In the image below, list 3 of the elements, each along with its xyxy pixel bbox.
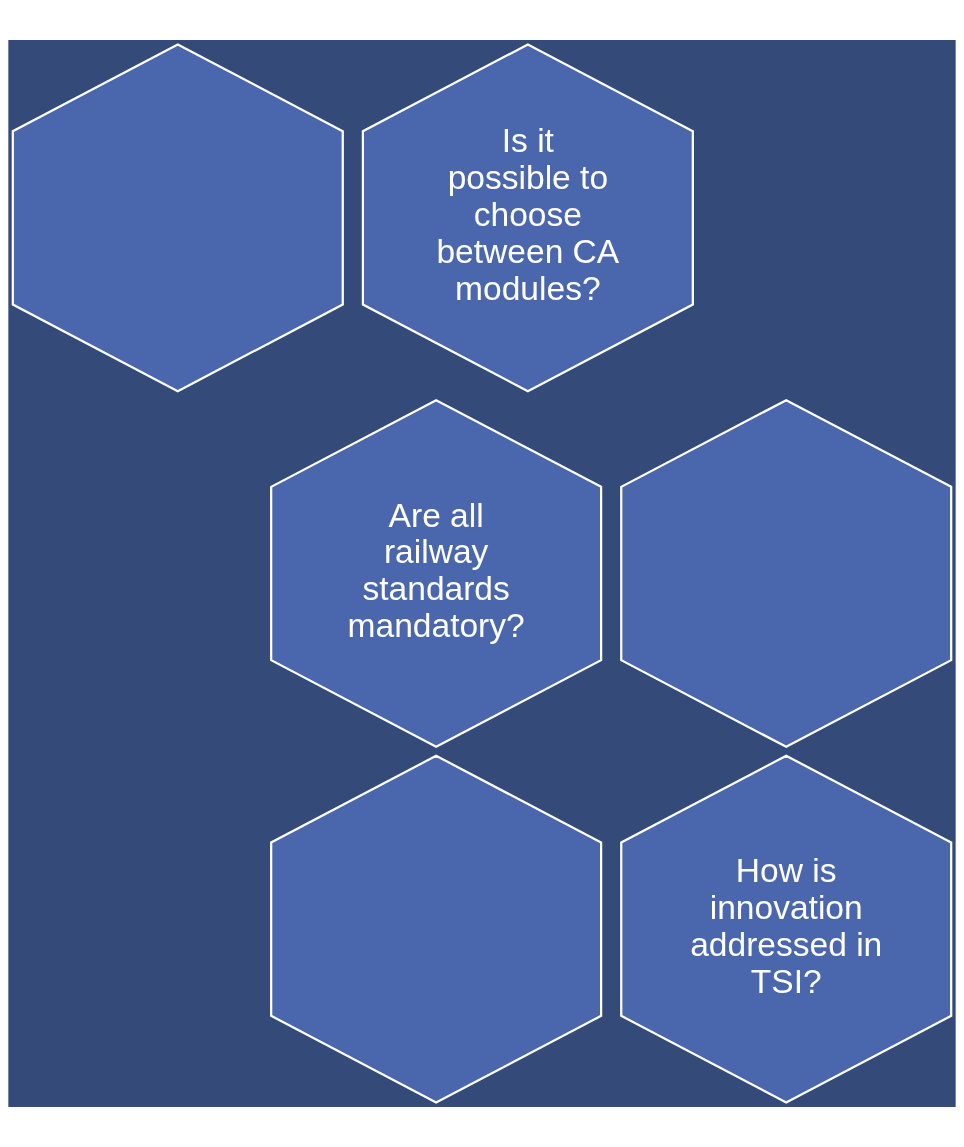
node-hexagon [11, 43, 344, 393]
node-hexagon [270, 754, 603, 1104]
node-hexagon [620, 398, 953, 749]
